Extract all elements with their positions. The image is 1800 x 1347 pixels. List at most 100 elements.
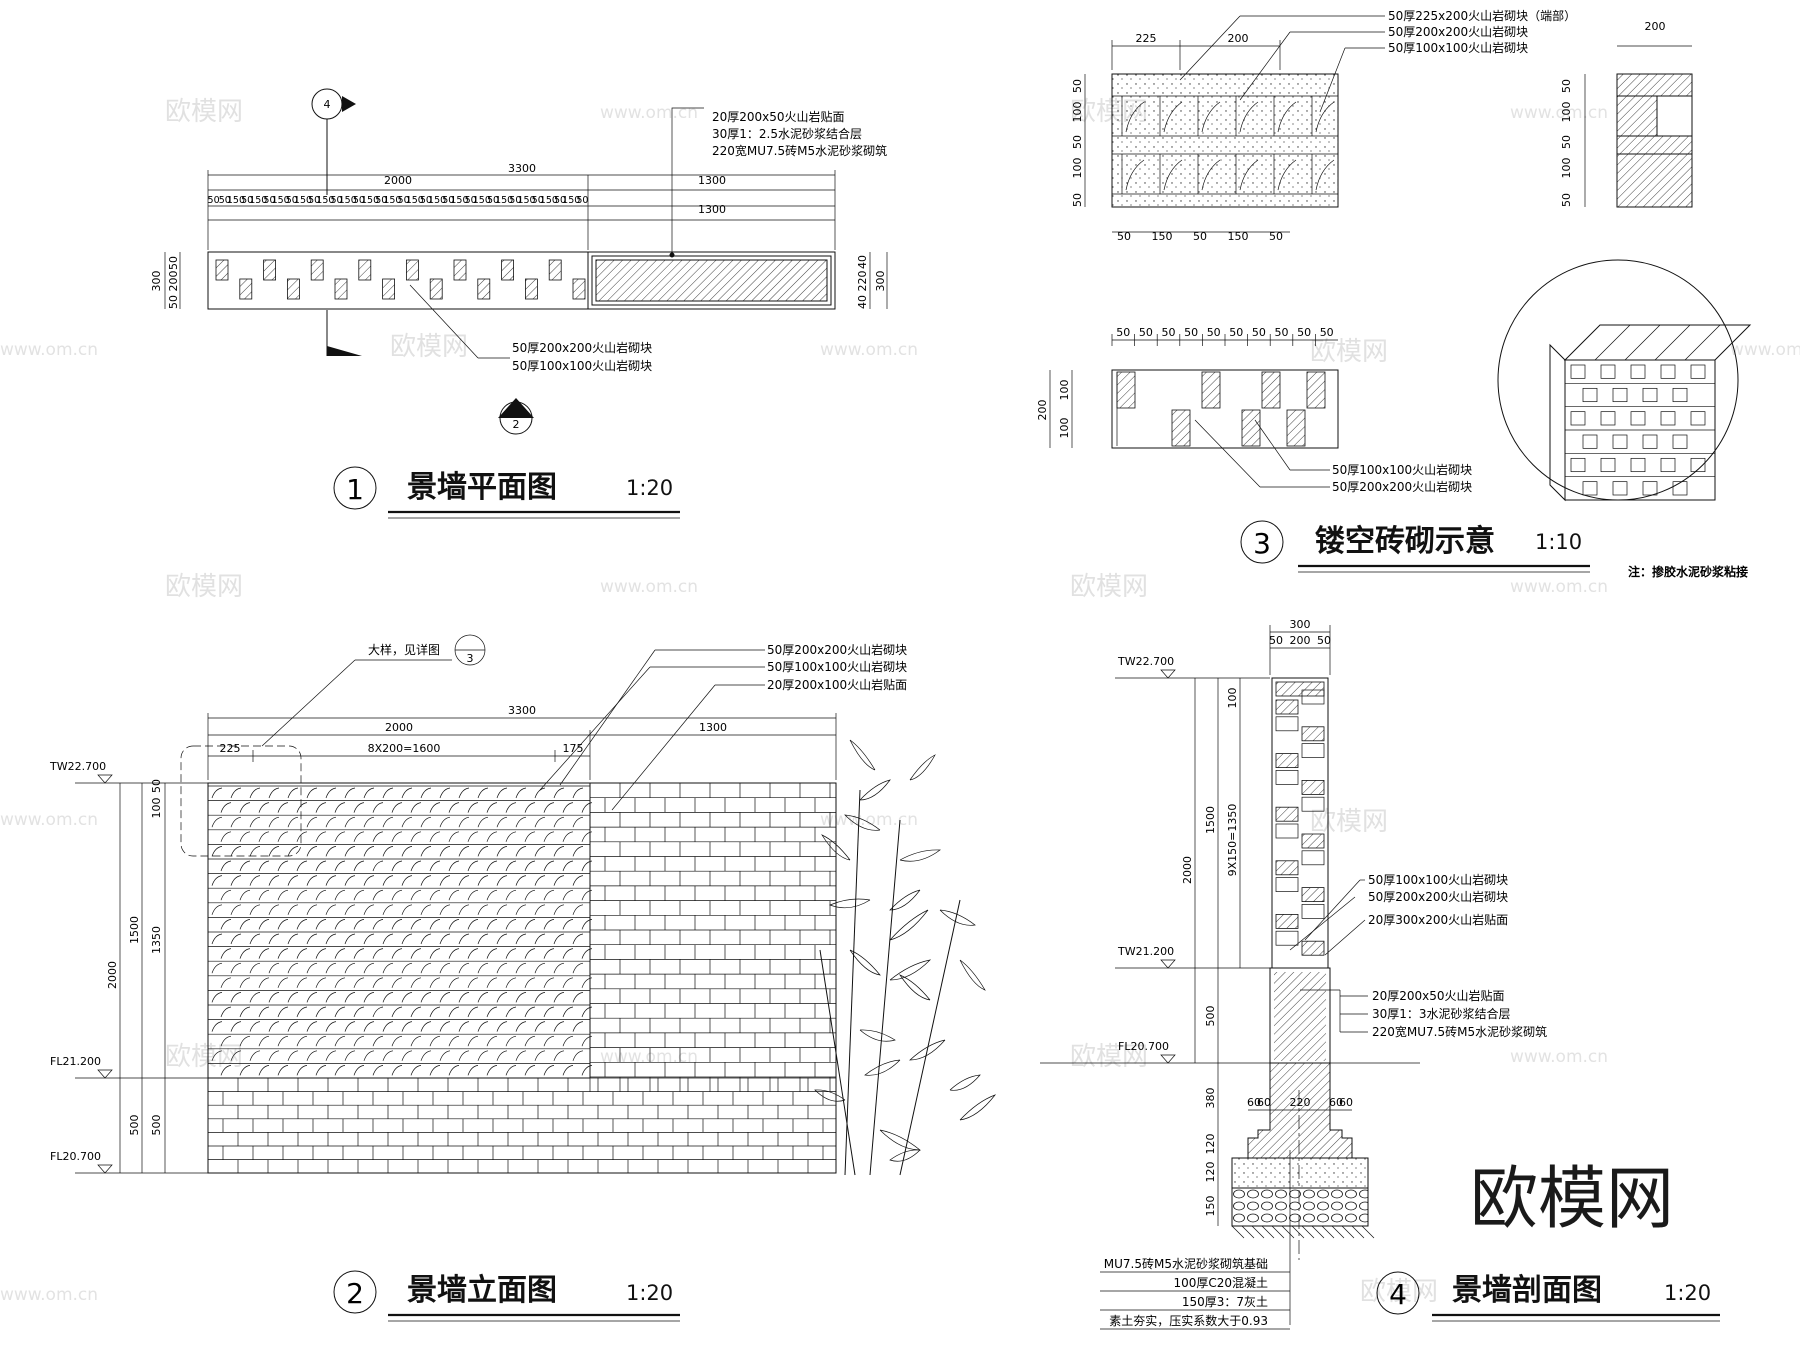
dim-label: 50: [150, 779, 163, 793]
screen-hole-mark: [448, 802, 460, 813]
screen-hole-mark: [572, 992, 584, 1003]
screen-hole-mark: [581, 889, 593, 901]
volcanic-block: [239, 278, 253, 300]
dim-label: 1300: [699, 721, 727, 734]
screen-hole-mark: [448, 889, 460, 901]
screen-hole-mark: [230, 962, 242, 974]
dim-label: 100: [150, 798, 163, 819]
screen-hole-mark: [562, 1006, 574, 1018]
screen-hole-mark: [353, 1065, 365, 1076]
screen-hole-mark: [230, 904, 242, 915]
dim-label: 50: [375, 195, 387, 206]
screen-hole-mark: [543, 919, 555, 930]
screen-hole-mark: [325, 816, 337, 828]
detail-note: 50厚200x200火山岩砌块: [1332, 479, 1472, 494]
screen-hole-mark: [382, 904, 394, 915]
soil-hatch: [1251, 1225, 1265, 1239]
axo-hole: [1612, 481, 1628, 496]
screen-hole-mark: [420, 1050, 432, 1061]
screen-hole-mark: [258, 802, 270, 813]
screen-hole-mark: [268, 933, 280, 945]
title-circle: [333, 1270, 377, 1314]
detail-note: 50厚100x100火山岩砌块: [1388, 40, 1528, 55]
screen-hole-mark: [572, 846, 584, 857]
screen-hole-mark: [353, 831, 365, 842]
detail-stone-texture: [1112, 74, 1338, 207]
screen-hole-mark: [458, 992, 470, 1003]
screen-hole-mark: [382, 816, 394, 828]
dim-label: 50: [465, 195, 477, 206]
screen-hole-mark: [315, 831, 327, 842]
screen-hole-mark: [258, 1035, 270, 1047]
screen-hole-mark: [553, 933, 565, 945]
watermark-site: www.om.cn: [1510, 577, 1608, 597]
screen-hole-mark: [353, 1035, 365, 1047]
volcanic-block: [286, 278, 300, 300]
screen-hole-mark: [496, 816, 508, 828]
screen-hole-mark: [543, 1035, 555, 1047]
screen-hole-mark: [467, 831, 479, 842]
screen-hole-mark: [220, 889, 232, 901]
screen-hole-mark: [334, 1006, 346, 1018]
bamboo-leaf: [859, 779, 891, 801]
level-label: FL21.200: [50, 1055, 101, 1068]
dim-label: 2000: [384, 174, 412, 187]
section-block: [1301, 940, 1325, 956]
screen-hole-mark: [410, 860, 422, 872]
screen-hole-mark: [230, 787, 242, 799]
screen-hole-mark: [353, 948, 365, 959]
dim-label: 50: [1139, 326, 1153, 339]
screen-hole-mark: [562, 889, 574, 901]
screen-hole-mark: [315, 977, 327, 988]
screen-hole-mark: [477, 1050, 489, 1061]
screen-hole-mark: [296, 1065, 308, 1076]
dim-label: 60: [1329, 1096, 1343, 1109]
dim-label: 100: [1560, 102, 1573, 123]
section-note: 150厚3：7灰土: [1182, 1295, 1268, 1309]
section-block: [1275, 699, 1299, 715]
screen-hole-mark: [439, 1021, 451, 1032]
volcanic-block: [501, 259, 515, 281]
screen-hole-mark: [439, 992, 451, 1003]
screen-hole-mark: [458, 962, 470, 974]
level-symbol-icon: [1160, 669, 1176, 679]
axonometric-view: [1549, 324, 1752, 502]
screen-hole-mark: [344, 846, 356, 857]
section-block: [1275, 753, 1299, 768]
screen-hole-mark: [315, 1006, 327, 1018]
screen-hole-mark: [439, 787, 451, 799]
screen-hole-mark: [581, 1035, 593, 1047]
screen-hole-mark: [410, 1006, 422, 1018]
axo-hole: [1582, 481, 1598, 496]
screen-hole-mark: [239, 1035, 251, 1047]
section-cap: [1275, 681, 1325, 697]
screen-hole-mark: [496, 992, 508, 1003]
block-200: [1201, 371, 1221, 409]
screen-hole-mark: [239, 919, 251, 930]
level-label: FL20.700: [50, 1150, 101, 1163]
section-note: 50厚100x100火山岩砌块: [1368, 872, 1508, 887]
axo-top-joint: [1624, 324, 1661, 361]
screen-hole-mark: [458, 816, 470, 828]
block-200: [1261, 371, 1281, 409]
screen-hole-mark: [562, 1035, 574, 1047]
dim-label: 500: [1204, 1006, 1217, 1027]
detail-note: 50厚100x100火山岩砌块: [1332, 462, 1472, 477]
screen-hole-mark: [391, 889, 403, 901]
screen-hole-mark: [230, 1050, 242, 1061]
bamboo-leaf: [879, 1129, 921, 1151]
dim-label: 50: [1560, 79, 1573, 93]
dim-label: 50: [576, 195, 588, 206]
screen-hole-mark: [477, 962, 489, 974]
screen-hole-mark: [391, 919, 403, 930]
screen-hole-mark: [268, 1021, 280, 1032]
watermark-brand: 欧模网: [1310, 337, 1388, 367]
screen-hole-mark: [458, 933, 470, 945]
screen-hole-mark: [562, 1065, 574, 1076]
leader-line: [1194, 419, 1261, 488]
axo-hole: [1642, 434, 1658, 449]
screen-hole-mark: [391, 948, 403, 959]
screen-hole-mark: [372, 1006, 384, 1018]
dim-label: 60: [1339, 1096, 1353, 1109]
section-void: [1301, 904, 1325, 919]
